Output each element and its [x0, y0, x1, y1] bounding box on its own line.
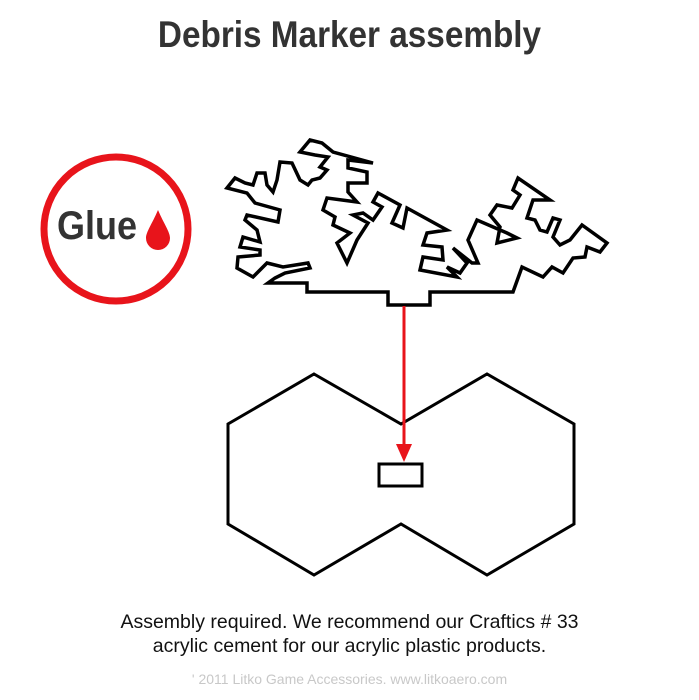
- mounting-slot: [377, 462, 424, 488]
- glue-label: Glue: [57, 204, 138, 248]
- assembly-note-line2: acrylic cement for our acrylic plastic p…: [152, 635, 547, 657]
- glue-drop-icon: [146, 210, 170, 250]
- assembly-note: Assembly required. We recommend our Craf…: [0, 610, 699, 658]
- debris-piece-outline: [223, 138, 610, 307]
- copyright-footer: ' 2011 Litko Game Accessories. www.litko…: [191, 671, 508, 687]
- glue-badge-circle: [40, 153, 192, 305]
- diagram-title: Debris Marker assembly: [157, 14, 542, 55]
- assembly-note-line1: Assembly required. We recommend our Craf…: [120, 611, 579, 633]
- arrow-head-icon: [396, 444, 412, 462]
